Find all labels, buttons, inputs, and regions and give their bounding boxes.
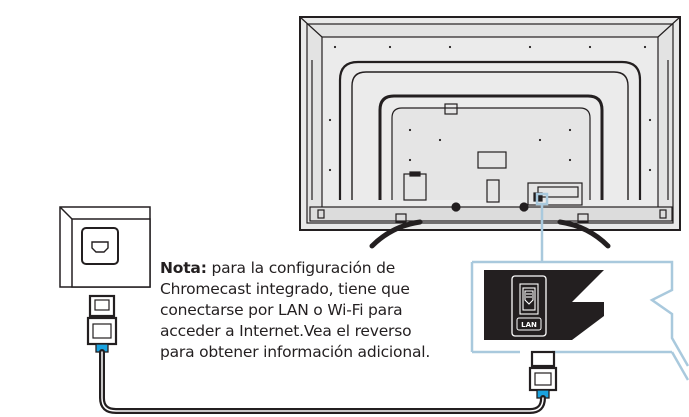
note-line: para la configuración de bbox=[211, 259, 396, 277]
note-line: para obtener información adicional. bbox=[160, 343, 431, 361]
note-line: conectarse por LAN o Wi-Fi para bbox=[160, 301, 403, 319]
ethernet-cable bbox=[86, 294, 558, 414]
tv-stand-feet bbox=[369, 219, 611, 249]
note-line: acceder a Internet.Vea el reverso bbox=[160, 322, 412, 340]
note-label: Nota: bbox=[160, 259, 207, 277]
chromecast-note: Nota: para la configuración de Chromecas… bbox=[160, 258, 490, 363]
tv-back bbox=[299, 16, 681, 231]
lan-port-label: LAN bbox=[521, 321, 537, 329]
zoom-callout bbox=[470, 192, 689, 381]
lan-port-panel: LAN bbox=[484, 270, 604, 340]
ethernet-port-icon bbox=[519, 283, 539, 315]
wall-ethernet-jack bbox=[59, 206, 151, 288]
note-line: Chromecast integrado, tiene que bbox=[160, 280, 410, 298]
